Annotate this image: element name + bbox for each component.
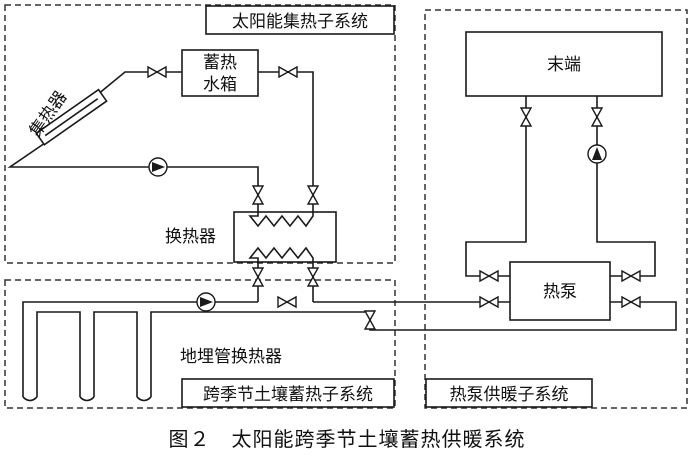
heatpump-subsystem-title: 热泵供暖子系统	[450, 385, 569, 405]
valve-exchanger-right-top	[306, 185, 320, 205]
exchanger-coil-bottom	[248, 246, 314, 262]
heatpump-subsystem-boundary	[424, 9, 688, 409]
figure-caption: 图２ 太阳能跨季节土壤蓄热供暖系统	[169, 427, 526, 451]
heatpump-loop-pipes	[465, 96, 656, 277]
valve-exchanger-left-top	[251, 185, 265, 205]
valve-heatpump-lower-right	[621, 295, 641, 309]
valve-tank-inlet	[147, 65, 167, 79]
heatpump-title-box	[425, 378, 593, 408]
storage-tank	[181, 49, 259, 97]
valve-heatpump-upper-left	[479, 269, 499, 283]
valve-bypass-vertical	[363, 310, 377, 330]
solar-subsystem-title: 太阳能集热子系统	[232, 12, 368, 32]
solar-subsystem-boundary	[4, 4, 396, 264]
seasonal-subsystem-title: 跨季节土壤蓄热子系统	[203, 384, 373, 405]
valve-exchanger-right-bottom	[306, 267, 320, 287]
solar-title-box	[205, 5, 395, 35]
exchanger-ground-pipes	[257, 262, 314, 302]
tank-label-line1: 蓄热	[203, 53, 237, 73]
ground-exchanger-label: 地埋管换热器	[180, 347, 282, 367]
heat-pump-unit	[509, 261, 611, 321]
terminal-label: 末端	[547, 55, 581, 75]
valve-exchanger-left-bottom	[251, 267, 265, 287]
seasonal-subsystem-boundary	[4, 279, 396, 409]
solar-pump-icon	[148, 157, 168, 177]
valve-ground-loop	[277, 295, 297, 309]
heat-pump-label: 热泵	[543, 282, 577, 302]
terminal-unit	[465, 31, 663, 97]
valve-tank-outlet	[278, 65, 298, 79]
solar-collector	[35, 88, 108, 146]
ground-loop-pipes	[22, 301, 677, 402]
valve-terminal-right	[590, 107, 604, 127]
exchanger-coil-top	[248, 212, 314, 228]
valve-heatpump-lower-left	[479, 295, 499, 309]
valve-heatpump-upper-right	[621, 269, 641, 283]
ground-pump-icon	[196, 292, 216, 312]
tank-label-line2: 水箱	[203, 75, 237, 95]
terminal-pump-icon	[587, 144, 607, 164]
seasonal-title-box	[181, 378, 395, 408]
valve-terminal-left	[519, 107, 533, 127]
exchanger-label: 换热器	[165, 227, 216, 247]
